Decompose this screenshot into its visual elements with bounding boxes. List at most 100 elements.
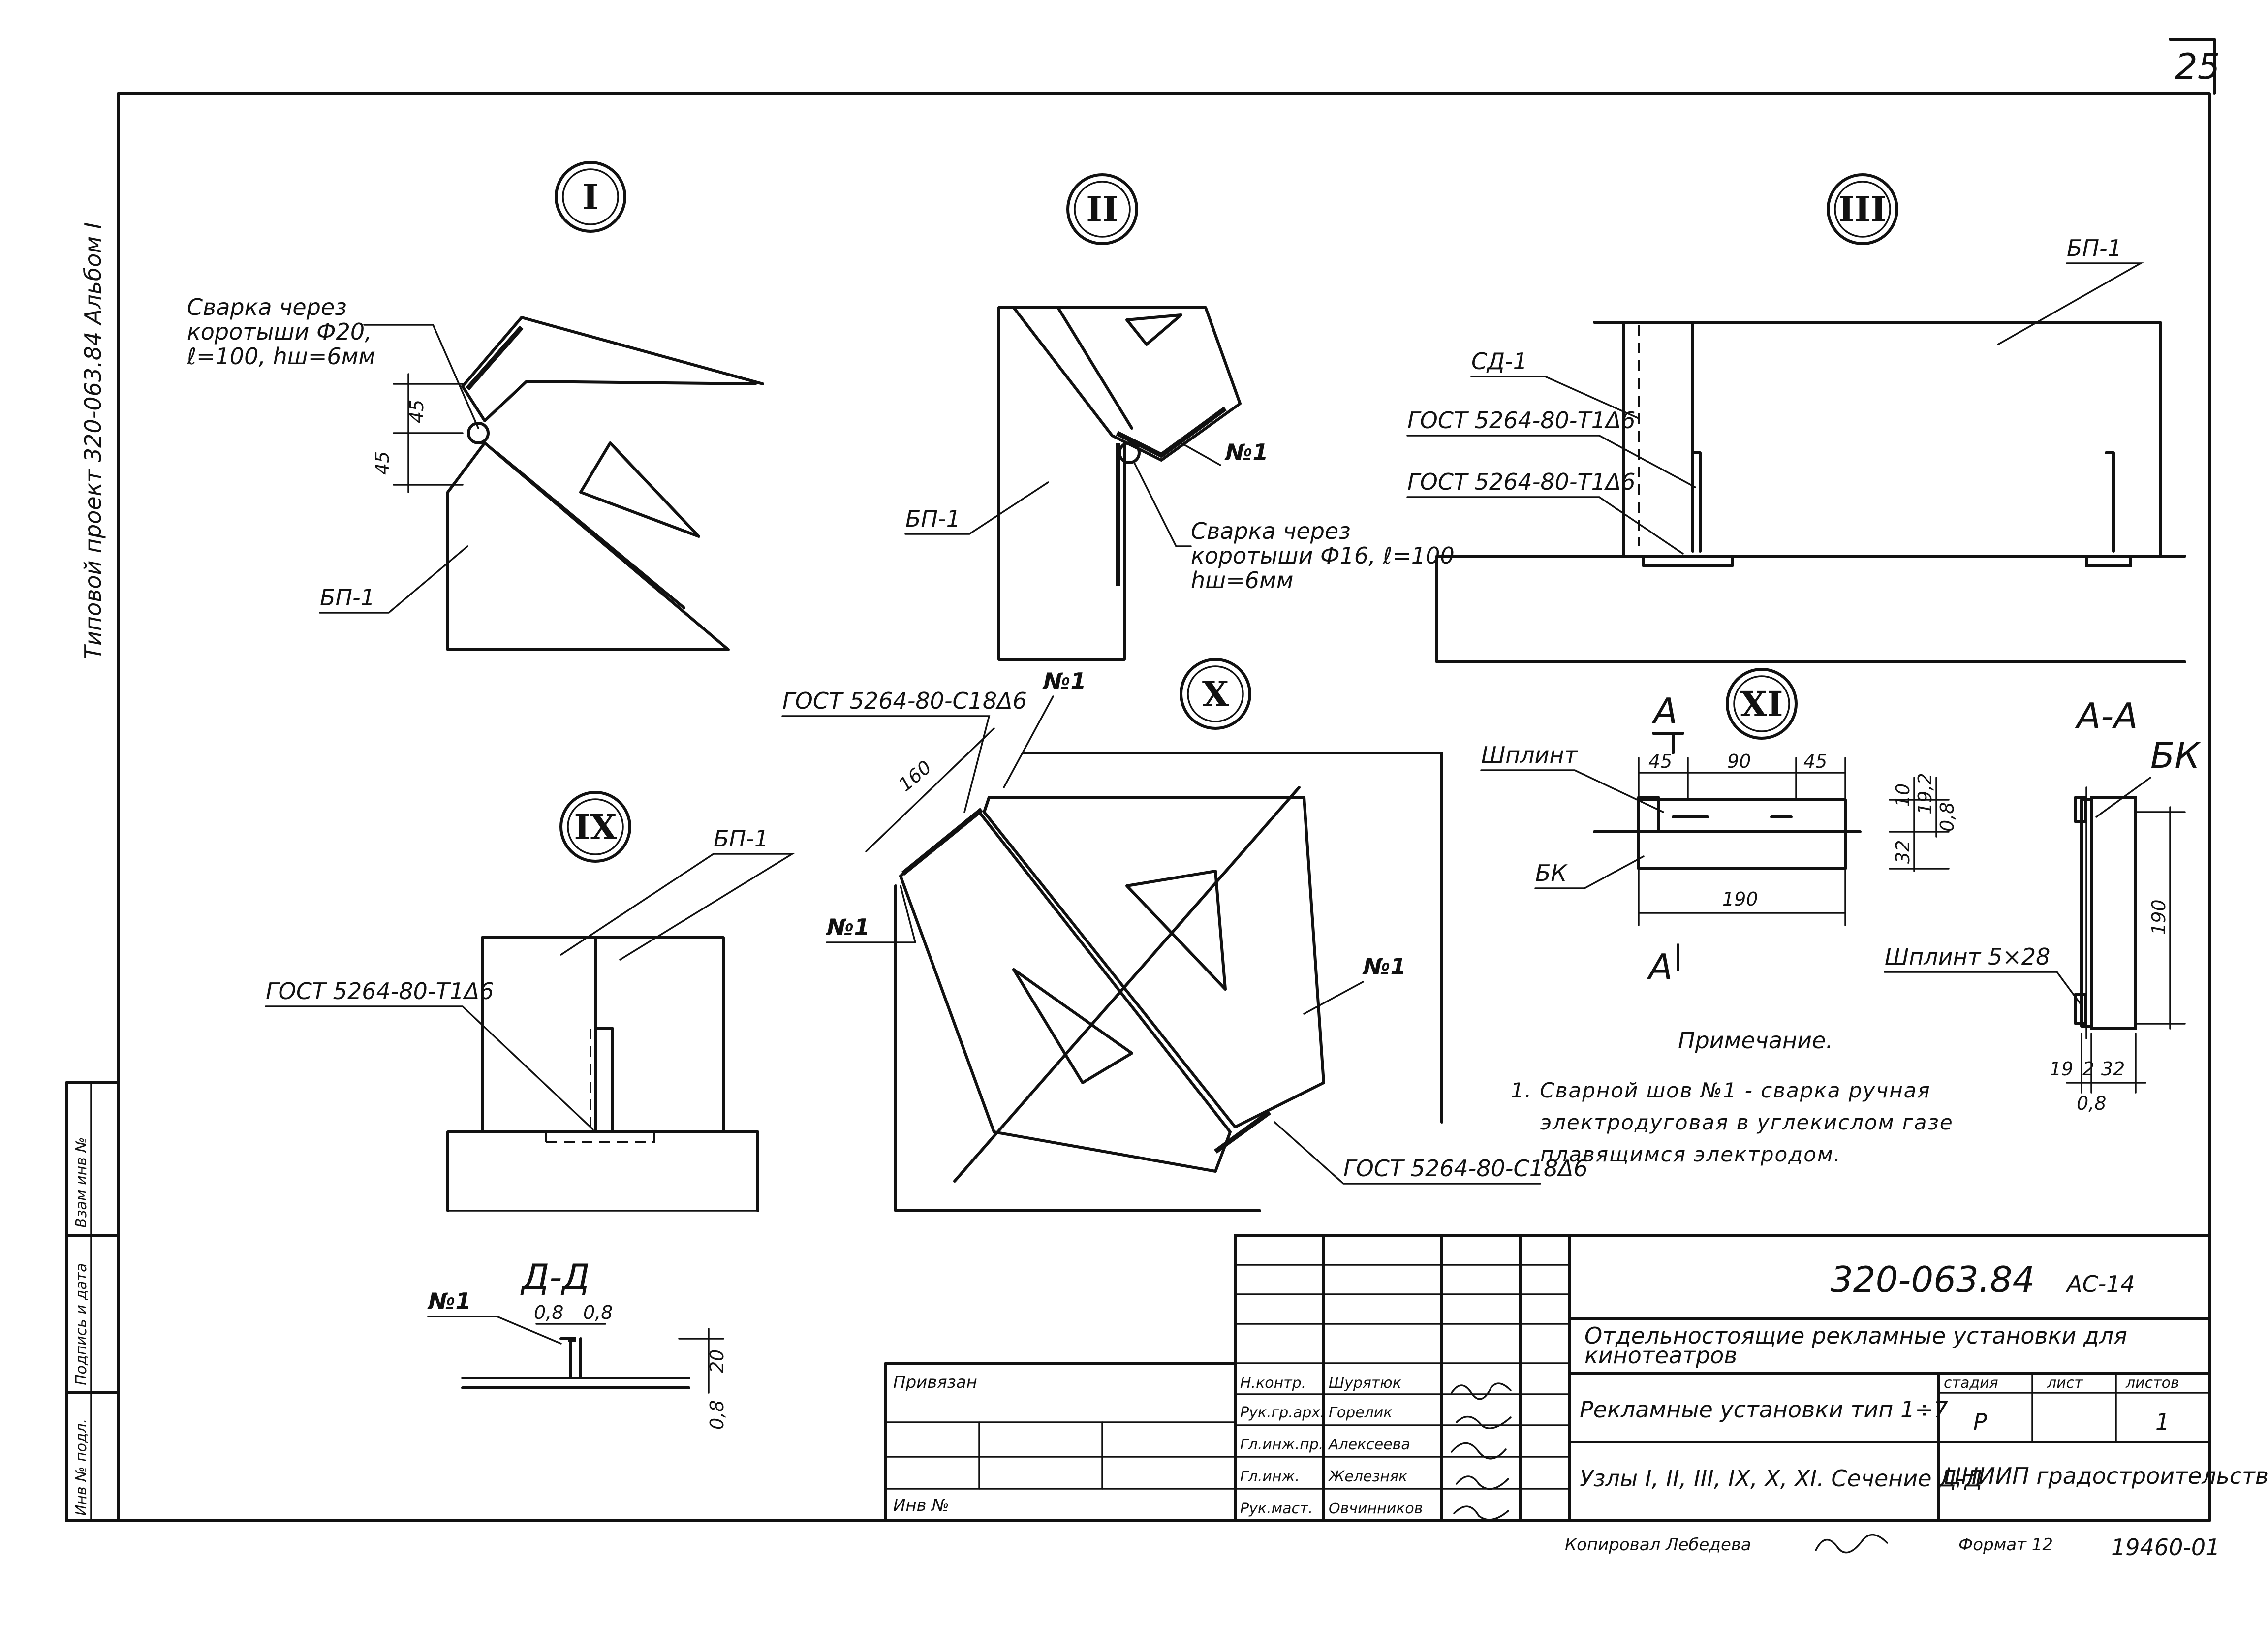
tb-role-2: Рук.гр.арх. — [1240, 1404, 1325, 1421]
section-dd-dim-h: 20 — [706, 1349, 728, 1373]
node-9-id: IX — [574, 807, 617, 847]
node-2-weld-no: №1 — [1224, 439, 1268, 466]
note-line-1: 1. Сварной шов №1 - сварка ручная — [1511, 1078, 1931, 1102]
tb-role-4: Гл.инж. — [1240, 1468, 1300, 1485]
node-1: I 45 45 Сварка через коротыши Ф20, ℓ=100… — [186, 161, 764, 651]
section-aa-title: А-А — [2075, 695, 2138, 737]
node-1-weld-note-2: коротыши Ф20, — [187, 318, 372, 345]
node-1-dim-a: 45 — [406, 400, 428, 423]
tb-doc-code: 320-063.84 — [1831, 1259, 2035, 1300]
section-dd-dim-t: 0,8 — [706, 1400, 728, 1430]
node-3-gost-1: ГОСТ 5264-80-Т1Δ6 — [1407, 407, 1636, 434]
section-dd-dim-r: 0,8 — [583, 1302, 613, 1323]
stamp-replace: Взам инв № — [73, 1137, 90, 1228]
node-10-marker — [1180, 658, 1251, 730]
node-10-gost-top: ГОСТ 5264-80-С18Δ6 — [782, 688, 1027, 714]
tb-name-1: Шурятюк — [1329, 1375, 1401, 1392]
node-11-marker — [1726, 668, 1798, 740]
section-aa-dim-small: 0,8 — [2077, 1093, 2106, 1114]
footer-format: Формат 12 — [1958, 1535, 2053, 1555]
section-aa-pin: Шплинт 5×28 — [1885, 943, 2050, 970]
tb-role-5: Рук.маст. — [1240, 1500, 1313, 1517]
sheet-number: 25 — [2175, 46, 2220, 87]
footer-copied: Копировал Лебедева — [1565, 1535, 1751, 1555]
section-aa-dim-bottom-1: 19 — [2050, 1058, 2073, 1080]
node-11-section-top: А — [1651, 690, 1678, 732]
tb-name-3: Алексеева — [1328, 1436, 1410, 1453]
node-11-dim-top-1: 45 — [1648, 751, 1672, 772]
tb-project-title-1: Отдельностоящие рекламные установки для — [1584, 1322, 2127, 1349]
tb-sheet-header: лист — [2047, 1375, 2083, 1392]
node-2-id: II — [1086, 189, 1118, 230]
node-10-weld-right: №1 — [1362, 953, 1406, 980]
section-aa: А-А 190 19 2 32 0,8 БК Шплинт 5×28 — [1884, 695, 2201, 1114]
node-2-weld — [1118, 441, 1141, 464]
node-9-marker — [559, 791, 631, 863]
node-1-weld-note-3: ℓ=100, hш=6мм — [186, 343, 375, 370]
tb-sheets: 1 — [2155, 1409, 2170, 1435]
tb-drawing-subtitle: Узлы I, II, III, IX, X, XI. Сечение Д-Д — [1580, 1465, 1983, 1492]
node-11-id: XI — [1740, 684, 1783, 724]
node-2: II БП-1 №1 Сварка через коротыши Ф16, ℓ=… — [904, 173, 1455, 661]
node-10-gost-bottom: ГОСТ 5264-80-С18Δ6 — [1343, 1155, 1588, 1182]
node-2-weld-note-3: hш=6мм — [1191, 567, 1293, 594]
section-dd-dim-l: 0,8 — [534, 1302, 563, 1323]
note-line-2: электродуговая в углекислом газе — [1540, 1110, 1954, 1134]
node-1-weld — [467, 422, 490, 444]
tb-name-2: Горелик — [1329, 1404, 1392, 1421]
node-11: XI А А 45 90 45 190 10 19,2 0,8 — [1480, 668, 1958, 988]
stamp-sign: Подпись и дата — [73, 1263, 90, 1386]
tb-role-3: Гл.инж.пр. — [1240, 1436, 1323, 1453]
section-aa-part: БК — [2150, 735, 2201, 776]
node-1-weld-note-1: Сварка через — [187, 294, 347, 320]
tb-name-5: Овчинников — [1329, 1500, 1423, 1517]
node-11-dim-right-4: 32 — [1892, 840, 1914, 864]
node-3-part-col: СД-1 — [1471, 348, 1527, 375]
node-1-part: БП-1 — [320, 584, 375, 611]
footer: Копировал Лебедева Формат 12 19460-01 — [1565, 1534, 2220, 1561]
node-11-dim-right-1: 10 — [1892, 783, 1914, 807]
node-2-weld-note-1: Сварка через — [1191, 518, 1351, 544]
tb-inv: Инв № — [893, 1496, 949, 1515]
node-2-weld-note-2: коротыши Ф16, ℓ=100 — [1191, 542, 1455, 569]
note-block: Примечание. 1. Сварной шов №1 - сварка р… — [1511, 1027, 1954, 1166]
tb-drawing-title: Рекламные установки тип 1÷7 — [1580, 1396, 1948, 1423]
stamp-inv: Инв № подл. — [73, 1419, 90, 1516]
node-1-id: I — [583, 177, 599, 218]
tb-stage: Р — [1973, 1409, 1987, 1435]
node-10-weld-top: №1 — [1042, 668, 1086, 694]
node-11-pin-label: Шплинт — [1481, 742, 1578, 768]
node-2-marker — [1066, 173, 1138, 245]
footer-signature — [1815, 1534, 1888, 1554]
node-3-part-top: БП-1 — [2067, 235, 2122, 261]
note-line-3: плавящимся электродом. — [1540, 1142, 1841, 1166]
node-3-id: III — [1838, 189, 1887, 230]
node-11-dim-top-3: 45 — [1803, 751, 1827, 772]
node-9: IX БП-1 ГОСТ 5264-80-Т1Δ6 — [265, 791, 796, 1212]
section-aa-dim-bottom-2: 2 — [2082, 1058, 2094, 1080]
node-1-marker — [555, 161, 626, 233]
node-11-dim-right-3: 0,8 — [1936, 802, 1958, 832]
side-label: Типовой проект 320-063.84 Альбом I — [80, 222, 106, 659]
note-title: Примечание. — [1678, 1027, 1833, 1054]
node-11-part: БК — [1535, 860, 1568, 886]
node-11-dim-bottom: 190 — [1722, 888, 1758, 910]
node-9-part: БП-1 — [714, 825, 769, 852]
node-3-marker — [1827, 173, 1898, 245]
node-2-part: БП-1 — [905, 505, 961, 532]
tb-org: ЦНИИП градостроительства — [1944, 1463, 2268, 1489]
node-9-gost: ГОСТ 5264-80-Т1Δ6 — [266, 978, 494, 1004]
section-dd: Д-Д №1 0,8 0,8 20 0,8 — [427, 1256, 728, 1430]
signatures — [1451, 1382, 1512, 1521]
node-11-dim-right-2: 19,2 — [1914, 773, 1936, 814]
tb-name-4: Железняк — [1328, 1468, 1407, 1485]
left-stamp: Инв № подл. Подпись и дата Взам инв № — [65, 1081, 120, 1522]
tb-sheet-code: АС-14 — [2065, 1271, 2135, 1297]
footer-number: 19460-01 — [2111, 1534, 2220, 1561]
node-10-weld-left: №1 — [826, 914, 870, 940]
section-aa-dim-bottom-3: 32 — [2101, 1058, 2125, 1080]
node-11-dim-top-2: 90 — [1727, 751, 1751, 772]
tb-sheets-header: листов — [2125, 1375, 2179, 1392]
title-block: Привязан Инв № Н.контр. Шурятюк Рук.гр.а… — [884, 1234, 2268, 1522]
